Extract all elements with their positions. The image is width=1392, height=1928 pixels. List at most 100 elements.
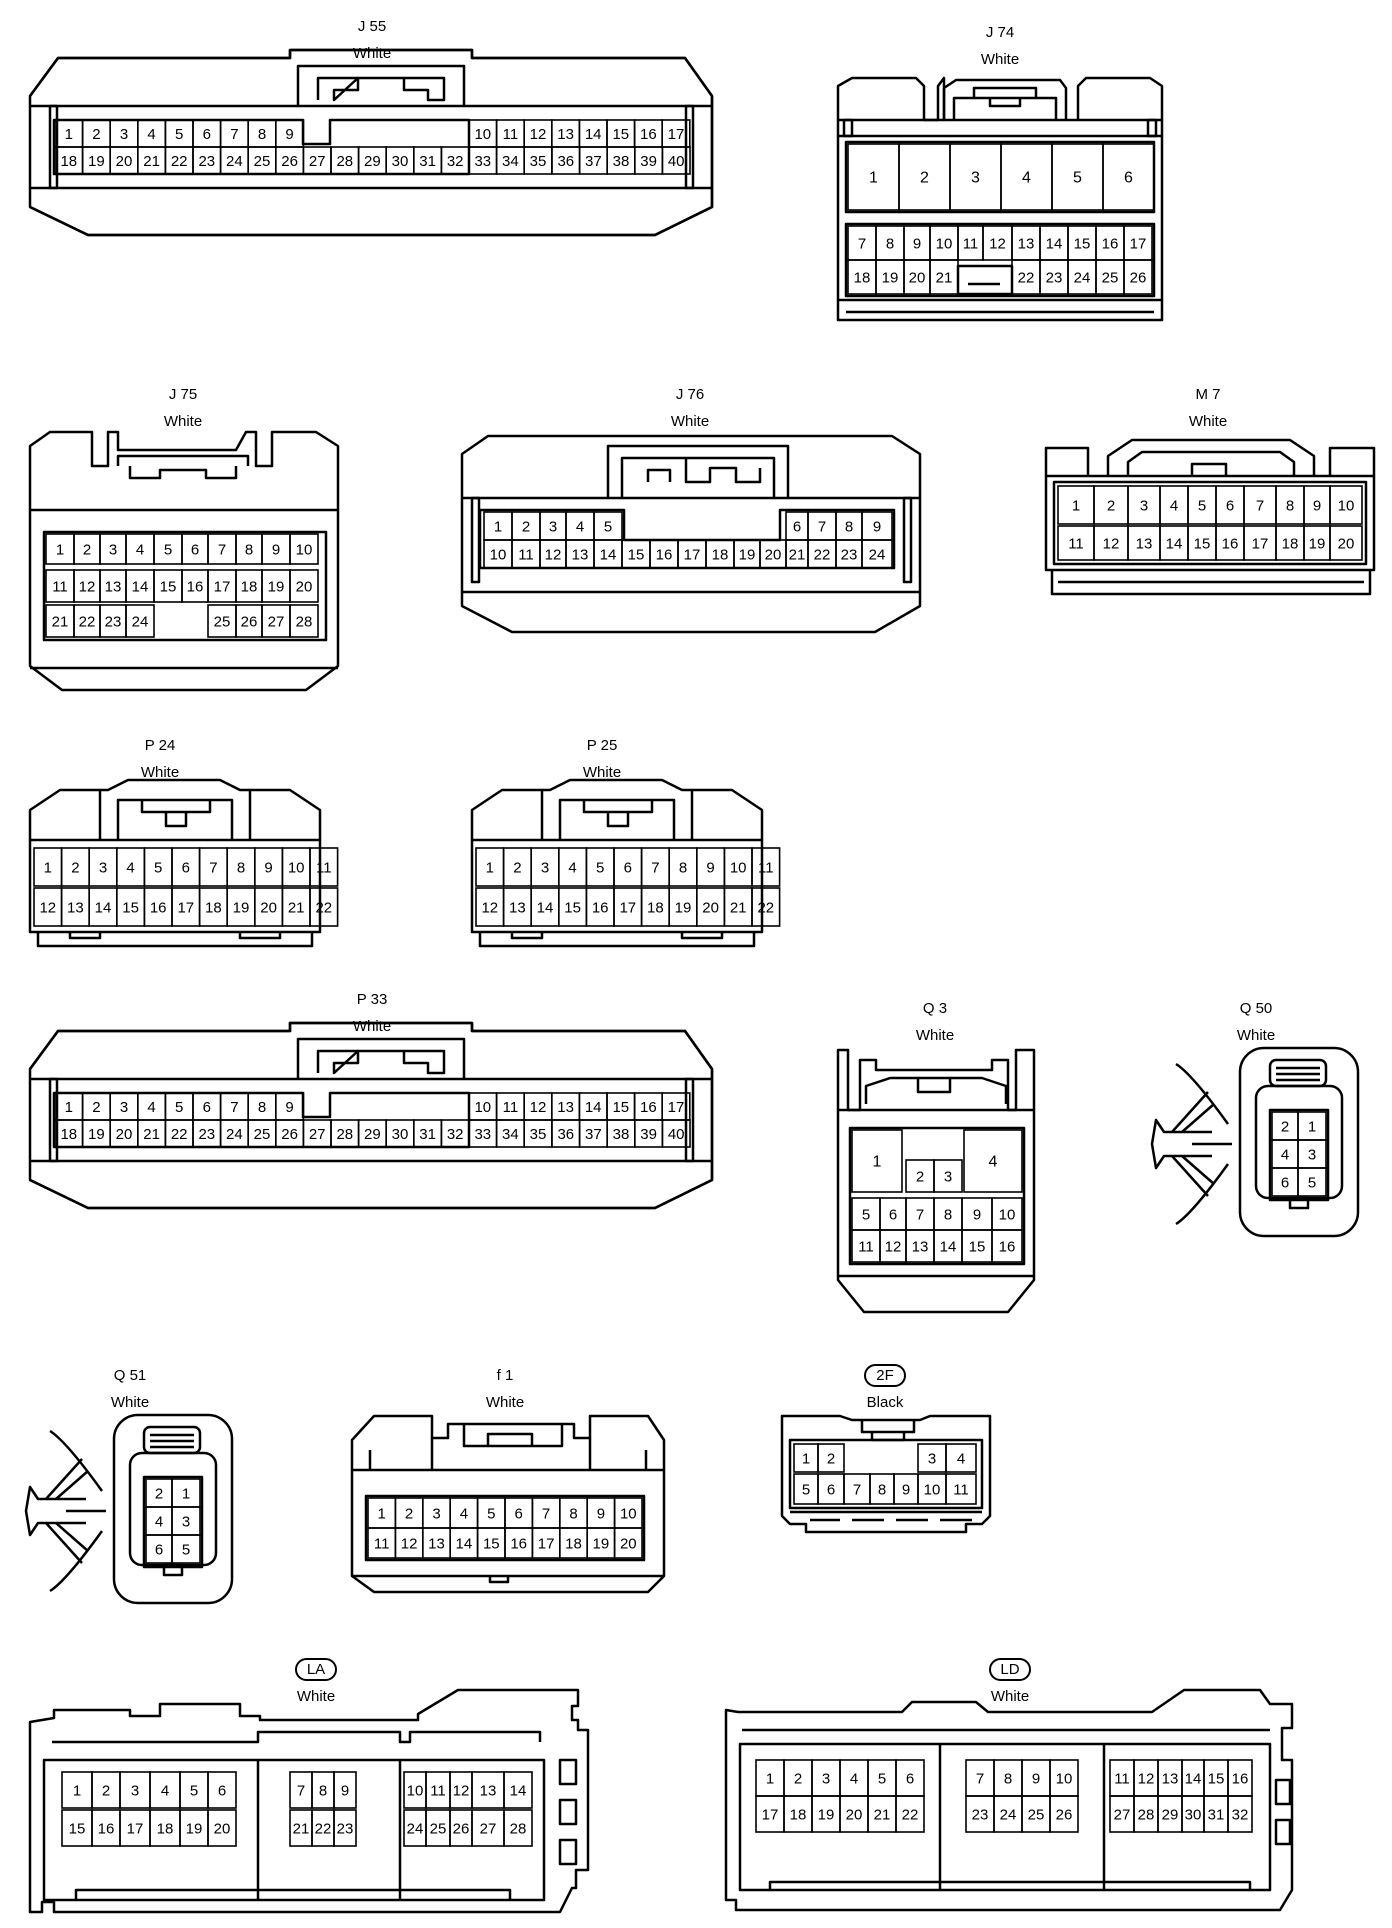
pin-number: 40	[668, 153, 685, 170]
housing-part	[788, 1438, 984, 1510]
pin-number: 15	[1208, 1771, 1225, 1788]
pin-number: 17	[619, 900, 636, 917]
pin-number: 20	[909, 270, 926, 287]
housing-outline	[74, 1888, 512, 1900]
pin-number: 15	[564, 900, 581, 917]
pin-number: 3	[822, 1771, 830, 1788]
pin-number: 36	[557, 153, 574, 170]
pin-number: 34	[502, 153, 519, 170]
pin-number: 13	[67, 900, 84, 917]
pin-number: 14	[600, 547, 617, 564]
housing-outline	[738, 1728, 1272, 1892]
connector-color: Black	[867, 1394, 904, 1411]
pin-number: 16	[1232, 1771, 1249, 1788]
pin-number: 6	[218, 1783, 226, 1800]
housing-outline	[724, 1688, 1294, 1912]
pin-number: 14	[95, 900, 112, 917]
pin-cell	[895, 1795, 925, 1833]
pin-number: 40	[668, 1126, 685, 1143]
pin-cell	[851, 1129, 903, 1193]
pin-number: 23	[1046, 270, 1063, 287]
pin-number: 2	[92, 1099, 100, 1116]
pin-number: 23	[198, 1126, 215, 1143]
pin-number: 6	[906, 1771, 914, 1788]
pin-number: 10	[296, 542, 313, 559]
pin-number: 26	[281, 1126, 298, 1143]
pin-number: 18	[647, 900, 664, 917]
pin-number: 14	[132, 579, 149, 596]
pin-number: 19	[233, 900, 250, 917]
pin-number: 4	[957, 1451, 965, 1468]
pin-number: 12	[79, 579, 96, 596]
pin-number: 2	[513, 860, 521, 877]
pin-number: 8	[569, 1506, 577, 1523]
pin-number: 18	[790, 1807, 807, 1824]
pin-number: 12	[530, 126, 547, 143]
pin-number: 5	[154, 860, 162, 877]
pin-number: 1	[1308, 1119, 1316, 1136]
pin-number: 20	[765, 547, 782, 564]
connector-code: Q 51	[114, 1367, 147, 1384]
pin-number: 4	[1170, 498, 1178, 515]
pin-number: 4	[989, 1154, 998, 1171]
pin-number: 12	[1138, 1771, 1155, 1788]
pin-number: 9	[902, 1482, 910, 1499]
pin-number: 20	[116, 153, 133, 170]
housing-outline	[350, 1414, 666, 1594]
pin-number: 33	[474, 1126, 491, 1143]
pin-number: 19	[186, 1821, 203, 1838]
connector-color: White	[486, 1394, 524, 1411]
pin-number: 10	[999, 1207, 1016, 1224]
pin-number: 5	[190, 1783, 198, 1800]
pin-number: 3	[120, 126, 128, 143]
pin-number: 9	[1032, 1771, 1040, 1788]
latch	[142, 1425, 202, 1455]
pin-number: 8	[245, 542, 253, 559]
housing-outline	[28, 430, 340, 692]
pin-number: 11	[52, 579, 68, 596]
pin-number: 21	[874, 1807, 891, 1824]
pin-number: 5	[802, 1482, 810, 1499]
pin-number: 28	[1138, 1807, 1155, 1824]
pin-number: 37	[585, 1126, 602, 1143]
pin-number: 25	[1028, 1807, 1045, 1824]
pin-number: 5	[878, 1771, 886, 1788]
pin-number: 10	[924, 1482, 941, 1499]
pin-cell	[503, 1809, 533, 1847]
pin-number: 15	[628, 547, 645, 564]
pin-number: 19	[88, 1126, 105, 1143]
pin-number: 6	[191, 542, 199, 559]
housing-part	[842, 118, 854, 138]
pin-number: 7	[916, 1207, 924, 1224]
pin-cell	[171, 1534, 201, 1564]
pin-number: 26	[453, 1821, 470, 1838]
pin-number: 8	[845, 519, 853, 536]
housing-outline	[780, 1414, 992, 1534]
pin-number: 16	[150, 900, 167, 917]
pin-number: 10	[490, 547, 507, 564]
pin-cell	[817, 1443, 845, 1473]
pin-number: 7	[858, 236, 866, 253]
pin-number: 22	[171, 1126, 188, 1143]
connector-code: LD	[1000, 1661, 1019, 1678]
pin-number: 2	[916, 1169, 924, 1186]
pin-number: 22	[902, 1807, 919, 1824]
pin-number: 3	[109, 542, 117, 559]
pin-number: 1	[44, 860, 52, 877]
pin-number: 22	[315, 900, 332, 917]
housing-outline	[116, 454, 250, 480]
pin-number: 25	[254, 153, 271, 170]
housing-outline	[472, 790, 762, 842]
pin-number: 12	[39, 900, 56, 917]
pin-cell	[207, 1771, 237, 1809]
pin-number: 8	[319, 1783, 327, 1800]
pin-number: 15	[1074, 236, 1091, 253]
pin-number: 6	[155, 1542, 163, 1559]
pin-number: 14	[537, 900, 554, 917]
pin-number: 37	[585, 153, 602, 170]
pin-number: 7	[853, 1482, 861, 1499]
pin-number: 18	[60, 153, 77, 170]
pin-number: 35	[530, 153, 547, 170]
pin-number: 17	[762, 1807, 779, 1824]
housing-outline	[768, 1880, 1252, 1890]
